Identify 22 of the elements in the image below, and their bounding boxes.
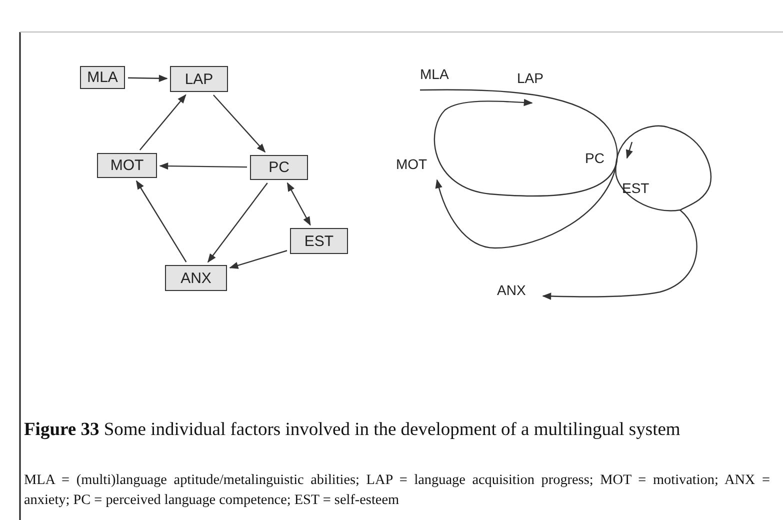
factor-label: LAP [517, 70, 544, 86]
factor-label: EST [622, 180, 650, 196]
arrow [213, 94, 266, 153]
factor-label: ANX [497, 282, 526, 298]
factor-box: MLA [80, 66, 125, 89]
arrow [286, 182, 311, 226]
figure-caption: Figure 33 Some individual factors involved in the development of a multilingual system [24, 420, 682, 441]
arrow [207, 182, 268, 263]
factor-label: PC [585, 150, 604, 166]
factor-box: PC [250, 155, 308, 180]
arrow [139, 94, 186, 150]
factor-box: LAP [170, 66, 228, 92]
arrow [136, 180, 187, 262]
arrow [229, 250, 288, 269]
factor-box: MOT [97, 153, 157, 178]
arrow [128, 74, 168, 82]
abbreviation-key: MLA = (multi)language aptitude/metalinguistic abilities; LAP = language acquisition progress; MOT = motivation; ANX = anxiety; PC = perceived language competence; EST = self-esteem [24, 470, 770, 510]
factor-box: EST [290, 228, 348, 254]
factor-label: MOT [396, 156, 428, 172]
factor-label: MLA [420, 66, 449, 82]
arrow [159, 162, 247, 170]
factor-box: ANX [165, 265, 227, 291]
